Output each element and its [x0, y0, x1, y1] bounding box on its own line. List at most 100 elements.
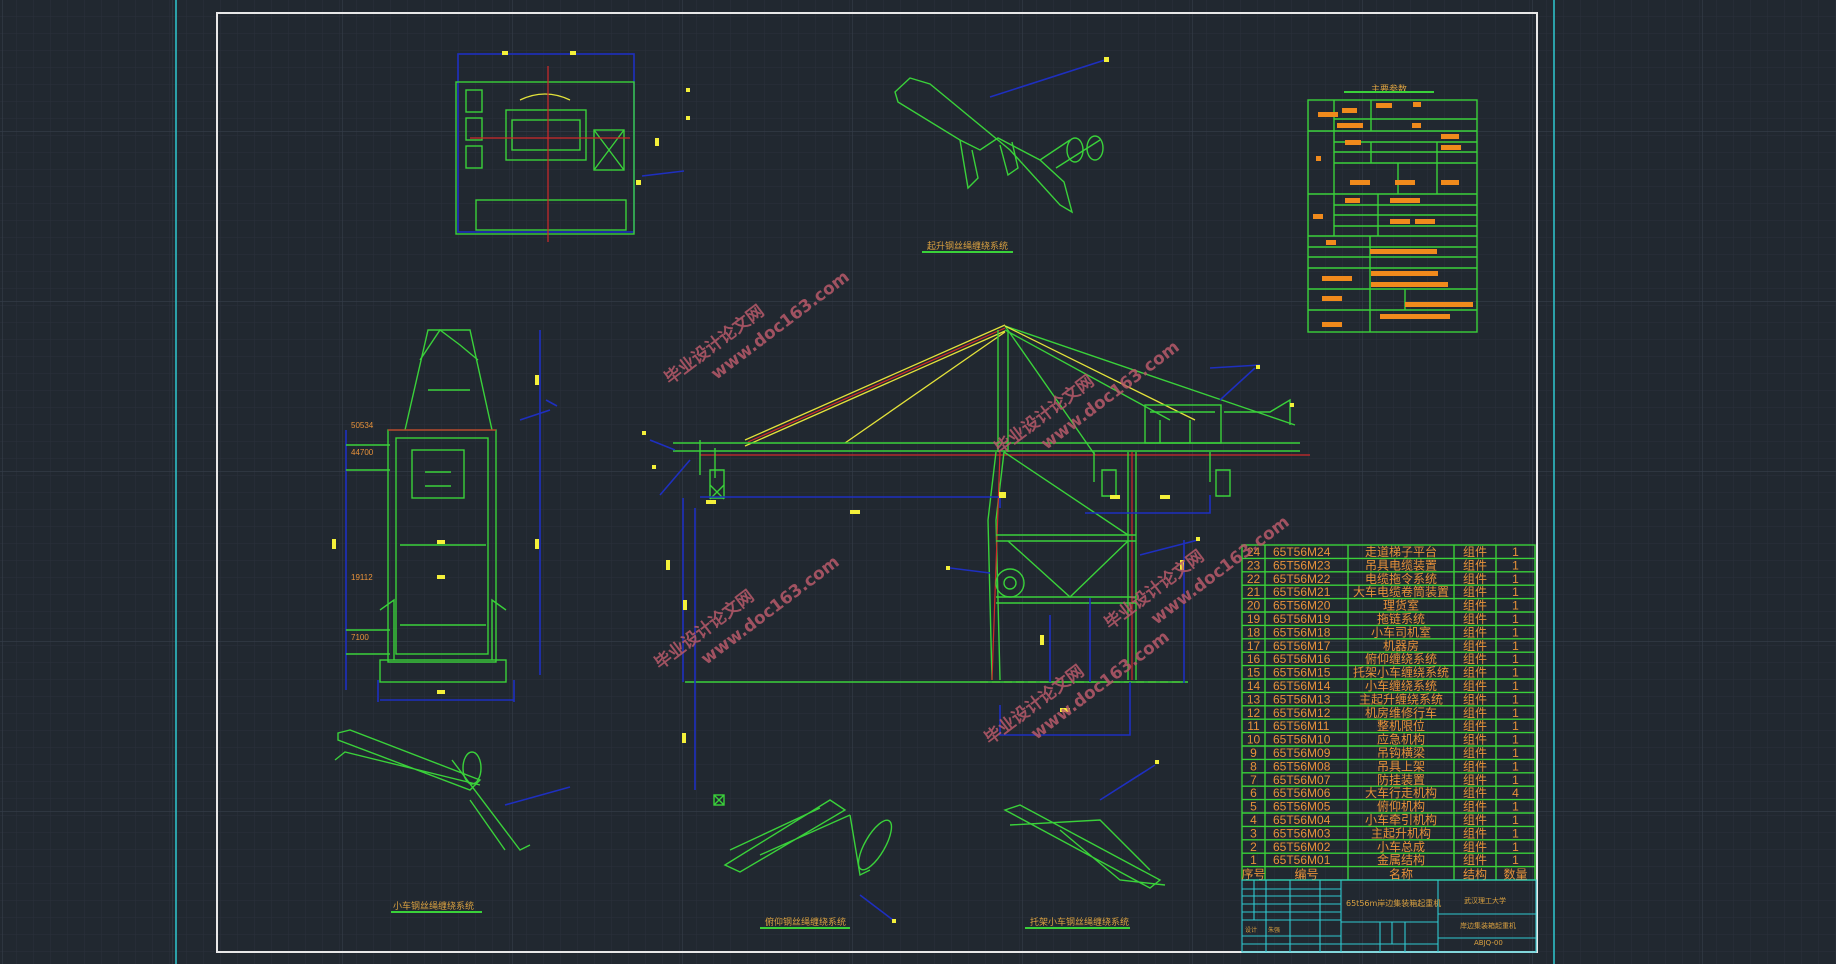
row-number: 8	[1250, 759, 1257, 773]
part-structure: 组件	[1463, 759, 1487, 773]
part-structure: 组件	[1463, 813, 1487, 827]
part-quantity: 1	[1512, 639, 1519, 653]
part-code: 65T56M03	[1273, 826, 1331, 840]
part-name: 小车牵引机构	[1365, 812, 1437, 827]
part-quantity: 1	[1512, 853, 1519, 867]
part-structure: 组件	[1463, 786, 1487, 800]
row-number: 5	[1250, 800, 1257, 814]
part-name: 整机限位	[1377, 718, 1425, 733]
part-name: 主起升缠绕系统	[1359, 691, 1443, 706]
part-quantity: 1	[1512, 800, 1519, 814]
part-name: 吊钩横梁	[1377, 745, 1425, 760]
part-name: 拖链系统	[1377, 611, 1425, 626]
part-name: 防挂装置	[1377, 772, 1425, 787]
row-number: 13	[1247, 692, 1261, 706]
row-number: 15	[1247, 666, 1261, 680]
part-name: 应急机构	[1377, 732, 1425, 747]
parts-table-row: 24 65T56M24 走道梯子平台 组件 1	[1247, 544, 1519, 559]
part-quantity: 1	[1512, 746, 1519, 760]
part-name: 主起升机构	[1371, 825, 1431, 840]
part-structure: 组件	[1463, 692, 1487, 706]
part-structure: 组件	[1463, 840, 1487, 854]
row-number: 6	[1250, 786, 1257, 800]
trolley-plan-view	[455, 51, 690, 242]
header-part-code: 编号	[1294, 867, 1318, 882]
part-name: 机器房	[1383, 638, 1419, 653]
part-quantity: 1	[1512, 545, 1519, 559]
part-quantity: 1	[1512, 692, 1519, 706]
part-structure: 组件	[1463, 666, 1487, 680]
row-number: 2	[1250, 840, 1257, 854]
part-name: 小车总成	[1377, 839, 1425, 854]
dimension-50534: 50534	[351, 421, 374, 430]
part-quantity: 1	[1512, 599, 1519, 613]
crane-elevation	[642, 324, 1310, 806]
part-name: 走道梯子平台	[1365, 544, 1437, 559]
part-code: 65T56M18	[1273, 625, 1331, 639]
row-number: 4	[1250, 813, 1257, 827]
part-code: 65T56M09	[1273, 746, 1331, 760]
part-quantity: 1	[1512, 679, 1519, 693]
header-part-name: 名称	[1389, 867, 1413, 882]
part-quantity: 1	[1512, 733, 1519, 747]
part-code: 65T56M21	[1273, 585, 1331, 599]
label-carriage-trolley-rope: 托架小车钢丝绳缠绕系统	[1030, 916, 1129, 928]
row-number: 16	[1247, 652, 1261, 666]
dimension-7100: 7100	[351, 633, 369, 642]
part-code: 65T56M02	[1273, 840, 1331, 854]
part-structure: 组件	[1463, 800, 1487, 814]
trolley-rope-sketch: 小车钢丝绳缠绕系统	[334, 729, 571, 913]
part-structure: 组件	[1463, 599, 1487, 613]
part-structure: 组件	[1463, 558, 1487, 572]
part-quantity: 1	[1512, 666, 1519, 680]
part-quantity: 1	[1512, 840, 1519, 854]
title-product: 岸边集装箱起重机	[1460, 921, 1516, 930]
part-code: 65T56M12	[1273, 706, 1331, 720]
title-drawing-name: 65t56m岸边集装箱起重机	[1346, 898, 1441, 908]
part-structure: 组件	[1463, 545, 1487, 559]
title-block: 65t56m岸边集装箱起重机 武汉理工大学 岸边集装箱起重机 ABJQ-00 设…	[1241, 879, 1537, 953]
part-code: 65T56M15	[1273, 666, 1331, 680]
part-name: 小车司机室	[1371, 624, 1431, 639]
hoist-rope-sketch: 起升钢丝绳缠绕系统	[894, 57, 1109, 253]
row-number: 23	[1247, 558, 1261, 572]
dimension-44700: 44700	[351, 448, 374, 457]
side-view: 50534 44700 19112 7100	[332, 328, 558, 702]
part-name: 大车电缆卷筒装置	[1353, 584, 1449, 599]
part-name: 金属结构	[1377, 852, 1425, 867]
part-code: 65T56M04	[1273, 813, 1331, 827]
part-quantity: 1	[1512, 558, 1519, 572]
part-name: 俯仰机构	[1377, 799, 1425, 814]
row-number: 10	[1247, 733, 1261, 747]
part-code: 65T56M24	[1273, 545, 1331, 559]
part-quantity: 1	[1512, 572, 1519, 586]
row-number: 24	[1247, 545, 1261, 559]
part-code: 65T56M20	[1273, 599, 1331, 613]
carriage-trolley-rope-sketch: 托架小车钢丝绳缠绕系统	[1003, 760, 1166, 929]
part-quantity: 1	[1512, 759, 1519, 773]
part-quantity: 4	[1512, 786, 1519, 800]
part-name: 小车缠绕系统	[1365, 678, 1437, 693]
part-quantity: 1	[1512, 719, 1519, 733]
part-structure: 组件	[1463, 612, 1487, 626]
part-structure: 组件	[1463, 652, 1487, 666]
part-code: 65T56M11	[1273, 719, 1330, 733]
part-quantity: 1	[1512, 773, 1519, 787]
part-quantity: 1	[1512, 652, 1519, 666]
part-name: 吊具上架	[1377, 759, 1425, 773]
header-row-number: 序号	[1241, 867, 1265, 882]
